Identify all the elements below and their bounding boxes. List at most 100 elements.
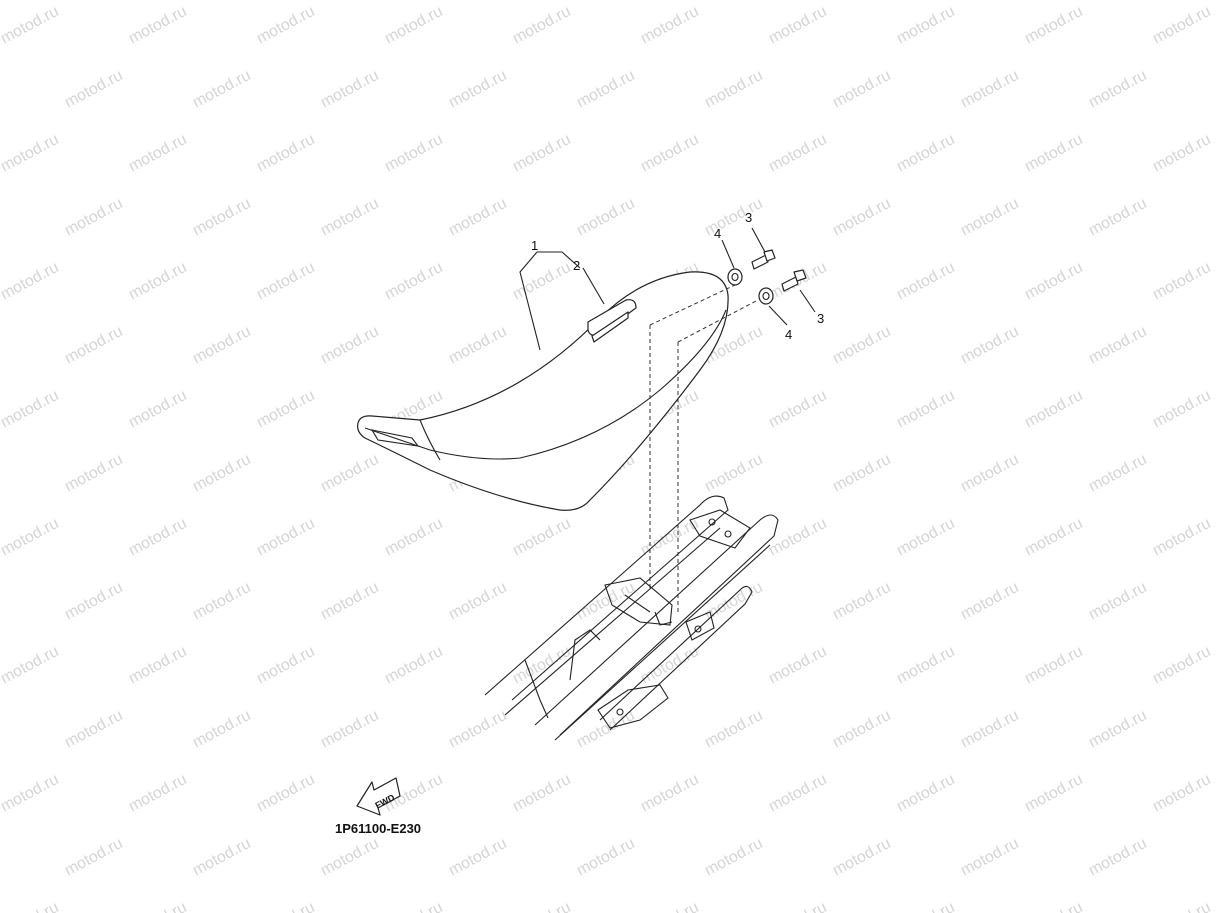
watermark-text: motod.ru [958, 451, 1022, 496]
watermark-text: motod.ru [510, 131, 574, 176]
watermark-text: motod.ru [190, 195, 254, 240]
watermark-text: motod.ru [638, 131, 702, 176]
watermark-text: motod.ru [254, 899, 318, 913]
watermark-text: motod.ru [190, 67, 254, 112]
watermark-text: motod.ru [446, 195, 510, 240]
watermark-text: motod.ru [510, 771, 574, 816]
watermark-text: motod.ru [958, 195, 1022, 240]
watermark-text: motod.ru [1086, 835, 1150, 880]
callout-bolt-lower: 3 [817, 311, 824, 326]
watermark-text: motod.ru [1150, 387, 1214, 432]
watermark-text: motod.ru [190, 451, 254, 496]
watermark-text: motod.ru [126, 643, 190, 688]
watermark-text: motod.ru [446, 835, 510, 880]
watermark-text: motod.ru [446, 707, 510, 752]
watermark-text: motod.ru [830, 323, 894, 368]
watermark-text: motod.ru [894, 771, 958, 816]
watermark-text: motod.ru [894, 131, 958, 176]
watermark-text: motod.ru [702, 707, 766, 752]
watermark-text: motod.ru [126, 259, 190, 304]
watermark-text: motod.ru [1086, 579, 1150, 624]
watermark-text: motod.ru [1150, 515, 1214, 560]
watermark-text: motod.ru [190, 579, 254, 624]
callout-strap: 2 [573, 258, 580, 273]
watermark-text: motod.ru [766, 131, 830, 176]
watermark-text: motod.ru [830, 579, 894, 624]
watermark-text: motod.ru [766, 899, 830, 913]
watermark-text: motod.ru [1086, 323, 1150, 368]
watermark-text: motod.ru [510, 899, 574, 913]
watermark-text: motod.ru [0, 643, 62, 688]
watermark-text: motod.ru [958, 835, 1022, 880]
watermark-text: motod.ru [1022, 899, 1086, 913]
seat-strap [587, 299, 637, 343]
bolt-lower [781, 269, 807, 292]
watermark-text: motod.ru [382, 643, 446, 688]
watermark-text: motod.ru [62, 323, 126, 368]
callout-collar-lower: 4 [785, 327, 792, 342]
watermark-text: motod.ru [766, 387, 830, 432]
watermark-text: motod.ru [254, 387, 318, 432]
watermark-text: motod.ru [318, 835, 382, 880]
watermark-text: motod.ru [702, 67, 766, 112]
watermark-text: motod.ru [318, 579, 382, 624]
watermark-text: motod.ru [958, 67, 1022, 112]
watermark-text: motod.ru [126, 387, 190, 432]
watermark-text: motod.ru [318, 323, 382, 368]
watermark-text: motod.ru [894, 515, 958, 560]
watermark-text: motod.ru [382, 515, 446, 560]
watermark-text: motod.ru [446, 579, 510, 624]
frame-rails [484, 495, 779, 741]
watermark-text: motod.ru [62, 195, 126, 240]
watermark-text: motod.ru [702, 195, 766, 240]
watermark-text: motod.ru [62, 579, 126, 624]
watermark-text: motod.ru [254, 643, 318, 688]
watermark-text: motod.ru [766, 515, 830, 560]
watermark-text: motod.ru [126, 3, 190, 48]
watermark-text: motod.ru [254, 131, 318, 176]
watermark-text: motod.ru [0, 899, 62, 913]
watermark-text: motod.ru [0, 3, 62, 48]
watermark-text: motod.ru [190, 323, 254, 368]
watermark-text: motod.ru [318, 195, 382, 240]
watermark-text: motod.ru [0, 771, 62, 816]
watermark-text: motod.ru [1022, 131, 1086, 176]
watermark-text: motod.ru [702, 835, 766, 880]
watermark-text: motod.ru [1086, 707, 1150, 752]
watermark-text: motod.ru [1150, 899, 1214, 913]
watermark-text: motod.ru [894, 643, 958, 688]
assembly-guides [649, 284, 759, 612]
watermark-text: motod.ru [382, 259, 446, 304]
watermark-text: motod.ru [1022, 259, 1086, 304]
watermark-text: motod.ru [0, 131, 62, 176]
watermark-text: motod.ru [62, 707, 126, 752]
watermark-text: motod.ru [62, 835, 126, 880]
watermark-text: motod.ru [1022, 3, 1086, 48]
watermark-text: motod.ru [318, 451, 382, 496]
diagram-code: 1P61100-E230 [335, 821, 421, 836]
watermark-text: motod.ru [126, 899, 190, 913]
watermark-text: motod.ru [1150, 131, 1214, 176]
watermark-text: motod.ru [1150, 643, 1214, 688]
watermark-text: motod.ru [254, 3, 318, 48]
leader-lines [519, 227, 816, 351]
watermark-text: motod.ru [510, 3, 574, 48]
watermark-text: motod.ru [0, 387, 62, 432]
watermark-text: motod.ru [638, 643, 702, 688]
watermark-text: motod.ru [0, 259, 62, 304]
watermark-text: motod.ru [254, 259, 318, 304]
watermark-text: motod.ru [1086, 195, 1150, 240]
watermark-text: motod.ru [446, 323, 510, 368]
watermark-text: motod.ru [958, 579, 1022, 624]
watermark-text: motod.ru [254, 515, 318, 560]
watermark-text: motod.ru [382, 899, 446, 913]
collar-lower [758, 287, 774, 305]
watermark-text: motod.ru [0, 515, 62, 560]
watermark-text: motod.ru [830, 451, 894, 496]
callout-seat: 1 [531, 238, 538, 253]
watermark-text: motod.ru [958, 323, 1022, 368]
watermark-text: motod.ru [190, 835, 254, 880]
watermark-text: motod.ru [62, 67, 126, 112]
watermark-text: motod.ru [1022, 771, 1086, 816]
